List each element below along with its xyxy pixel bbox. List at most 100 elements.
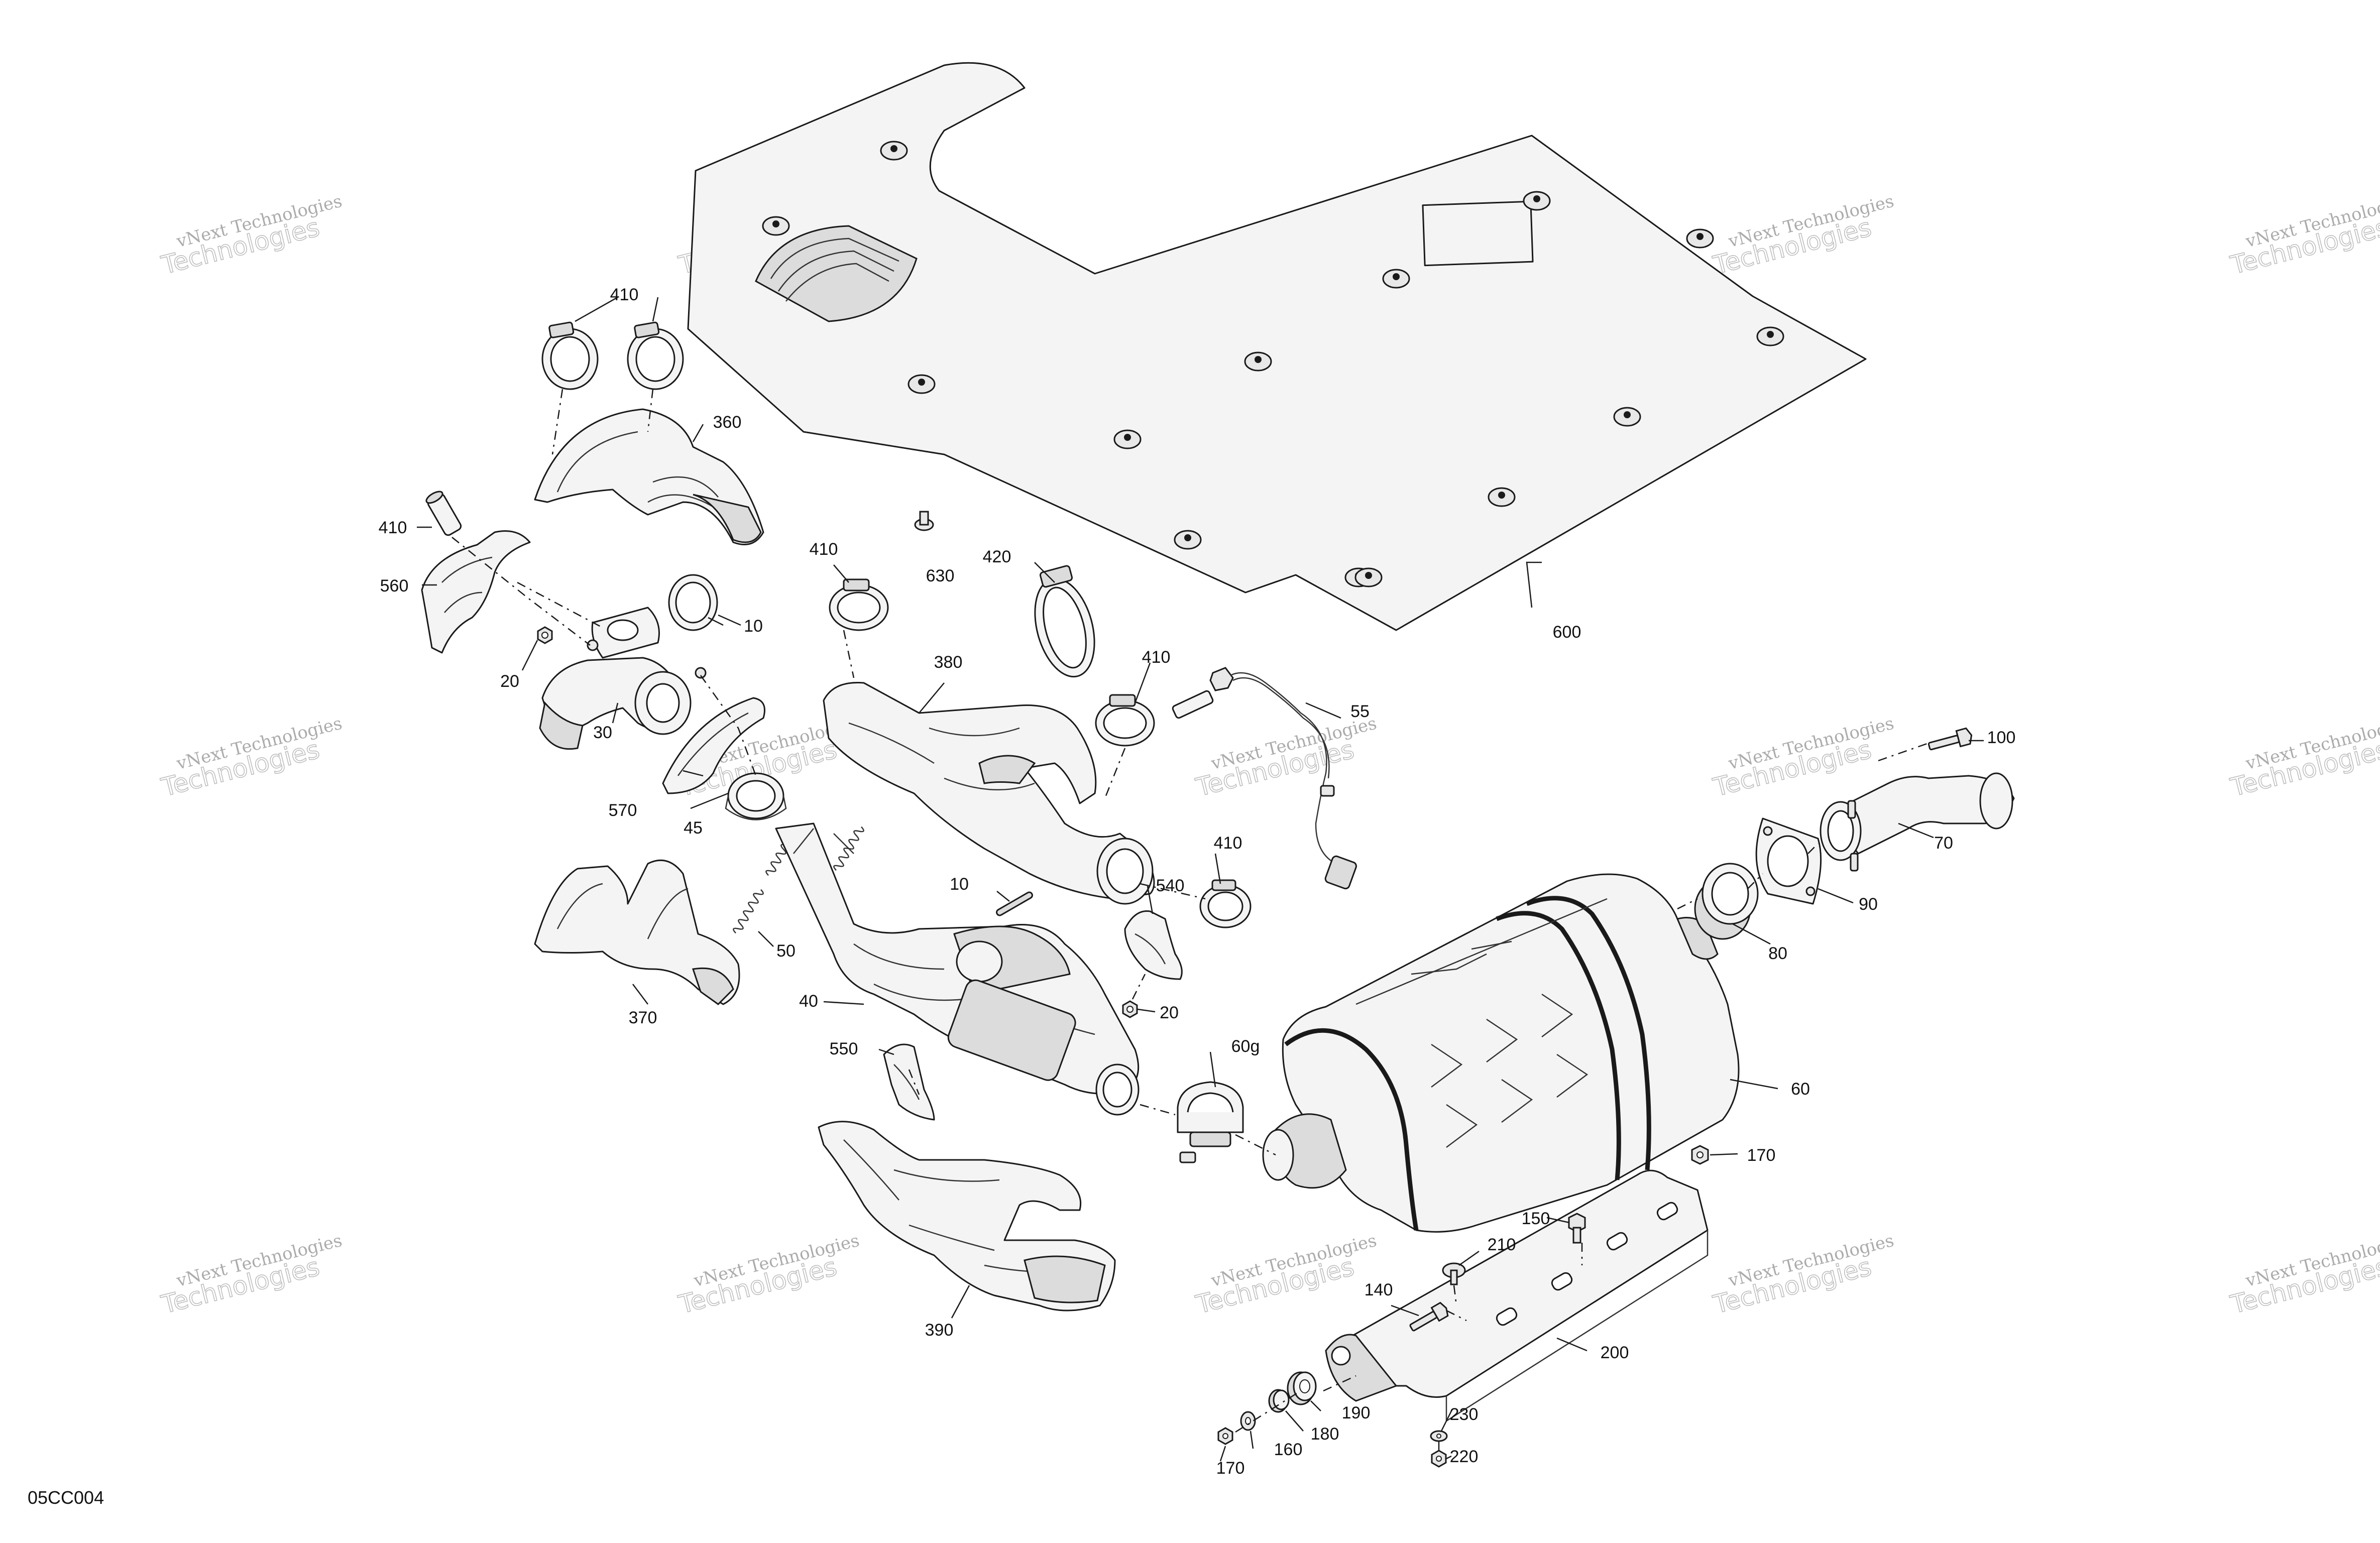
clamp-410-right: [627, 321, 684, 390]
heat-shield-560: [421, 530, 531, 654]
rivet-icon: [908, 374, 936, 394]
exhaust-manifold-30: [539, 607, 707, 750]
callout-570: 570: [609, 801, 637, 820]
heat-shield-540: [1124, 910, 1183, 980]
callout-410: 410: [379, 518, 407, 537]
heat-shield-370: [534, 859, 740, 1005]
callout-70: 70: [1934, 834, 1953, 853]
callout-390: 390: [925, 1321, 954, 1340]
callout-10: 10: [744, 617, 763, 636]
nut-220: [1431, 1450, 1447, 1468]
assembly-lines: [451, 389, 1929, 1451]
watermark: vNext Technologies Technologies: [158, 1231, 344, 1320]
outlet-sleeve-80: [1694, 863, 1759, 940]
washer-230: [1430, 1430, 1448, 1442]
heat-shield-390: [818, 1121, 1116, 1312]
gasket-10-top: [668, 574, 718, 631]
washer-160: [1240, 1411, 1256, 1431]
watermark: vNext Technologies Technologies: [1192, 714, 1379, 803]
callout-380: 380: [934, 653, 963, 672]
callout-45: 45: [684, 818, 703, 838]
leader-lines: [417, 296, 1984, 1462]
watermark: vNext Technologies Technologies: [1710, 1231, 1896, 1320]
callout-550: 550: [830, 1039, 858, 1058]
watermark: vNext Technologies Technologies: [2227, 1231, 2380, 1320]
watermark: vNext Technologies Technologies: [2227, 714, 2380, 803]
clamp-410-mid-c: [1199, 879, 1252, 928]
clamp-60g: [1177, 1081, 1244, 1163]
rivet-icon: [762, 216, 790, 236]
clamp-420: [1034, 565, 1095, 678]
callout-540: 540: [1156, 876, 1185, 895]
diagram-code: 05CC004: [28, 1487, 104, 1508]
callout-20: 20: [1160, 1003, 1179, 1022]
callout-630: 630: [926, 566, 955, 585]
tail-pipe-70: [1820, 772, 2015, 872]
callout-40: 40: [799, 992, 818, 1011]
muffler-60: [1262, 873, 1740, 1233]
watermark: vNext Technologies Technologies: [675, 1231, 861, 1320]
oxygen-sensor-55: [1172, 667, 1357, 890]
callout-360: 360: [713, 413, 742, 432]
rivet-icon: [1523, 191, 1551, 211]
nut-20-top: [537, 626, 553, 644]
heat-shield-360: [534, 408, 764, 545]
callout-410: 410: [810, 540, 838, 559]
callout-600: 600: [1553, 623, 1581, 642]
callout-200: 200: [1601, 1343, 1629, 1362]
callout-170: 170: [1747, 1146, 1776, 1165]
callout-230: 230: [1450, 1405, 1479, 1424]
rivet-icon: [1244, 351, 1272, 372]
rivet-icon: [1686, 228, 1714, 249]
callout-150: 150: [1522, 1209, 1550, 1228]
callout-160: 160: [1274, 1440, 1303, 1459]
callout-220: 220: [1450, 1447, 1479, 1466]
callout-170: 170: [1216, 1459, 1245, 1478]
callout-labels: 600 630 410 360 410 560 10 20 30 410 420…: [379, 285, 2016, 1478]
exhaust-pipe-40: [775, 822, 1140, 1116]
callout-370: 370: [629, 1008, 657, 1027]
callout-140: 140: [1365, 1280, 1393, 1299]
callout-50: 50: [776, 941, 796, 961]
bolt-100: [1928, 727, 1973, 751]
clamp-410-left: [541, 321, 599, 390]
nut-170-top: [1691, 1145, 1709, 1165]
bolt-150: [1568, 1213, 1586, 1244]
callout-80: 80: [1768, 944, 1787, 963]
nut-20-lower: [1122, 1000, 1138, 1018]
push-pin-630: [914, 511, 934, 531]
callout-60g: 60g: [1231, 1037, 1260, 1056]
callout-10: 10: [950, 875, 969, 894]
gasket-90: [1755, 817, 1822, 905]
rivet-icon: [1613, 407, 1641, 427]
rivet-icon: [1756, 326, 1784, 346]
callout-210: 210: [1488, 1235, 1516, 1254]
rivet-icon: [1174, 530, 1202, 550]
callout-410: 410: [610, 285, 639, 304]
callout-100: 100: [1987, 728, 2016, 747]
heat-shield-panel-600: [687, 62, 1867, 631]
spring-50-a: [733, 889, 764, 934]
callout-55: 55: [1350, 702, 1370, 721]
callout-90: 90: [1859, 895, 1878, 914]
clamp-410-mid-b: [1095, 694, 1155, 747]
callout-420: 420: [983, 547, 1011, 566]
muffler-bracket-200: [1325, 1169, 1709, 1422]
rivet-icon: [1354, 567, 1383, 587]
watermark: vNext Technologies Technologies: [1710, 714, 1896, 803]
watermark: vNext Technologies Technologies: [1192, 1231, 1379, 1320]
callout-190: 190: [1342, 1403, 1371, 1422]
sleeve-410-small: [425, 491, 462, 536]
gasket-10-lower: [996, 891, 1033, 916]
callout-410: 410: [1142, 648, 1171, 667]
watermark: vNext Technologies Technologies: [2227, 191, 2380, 281]
callout-560: 560: [380, 576, 409, 596]
clamp-410-mid-a: [829, 578, 889, 631]
watermark: vNext Technologies Technologies: [158, 191, 344, 281]
callout-180: 180: [1311, 1425, 1339, 1444]
spacer-180: [1268, 1389, 1290, 1413]
callout-20: 20: [500, 672, 519, 691]
panel-rivets: [762, 141, 1784, 587]
watermark: vNext Technologies Technologies: [158, 714, 344, 803]
